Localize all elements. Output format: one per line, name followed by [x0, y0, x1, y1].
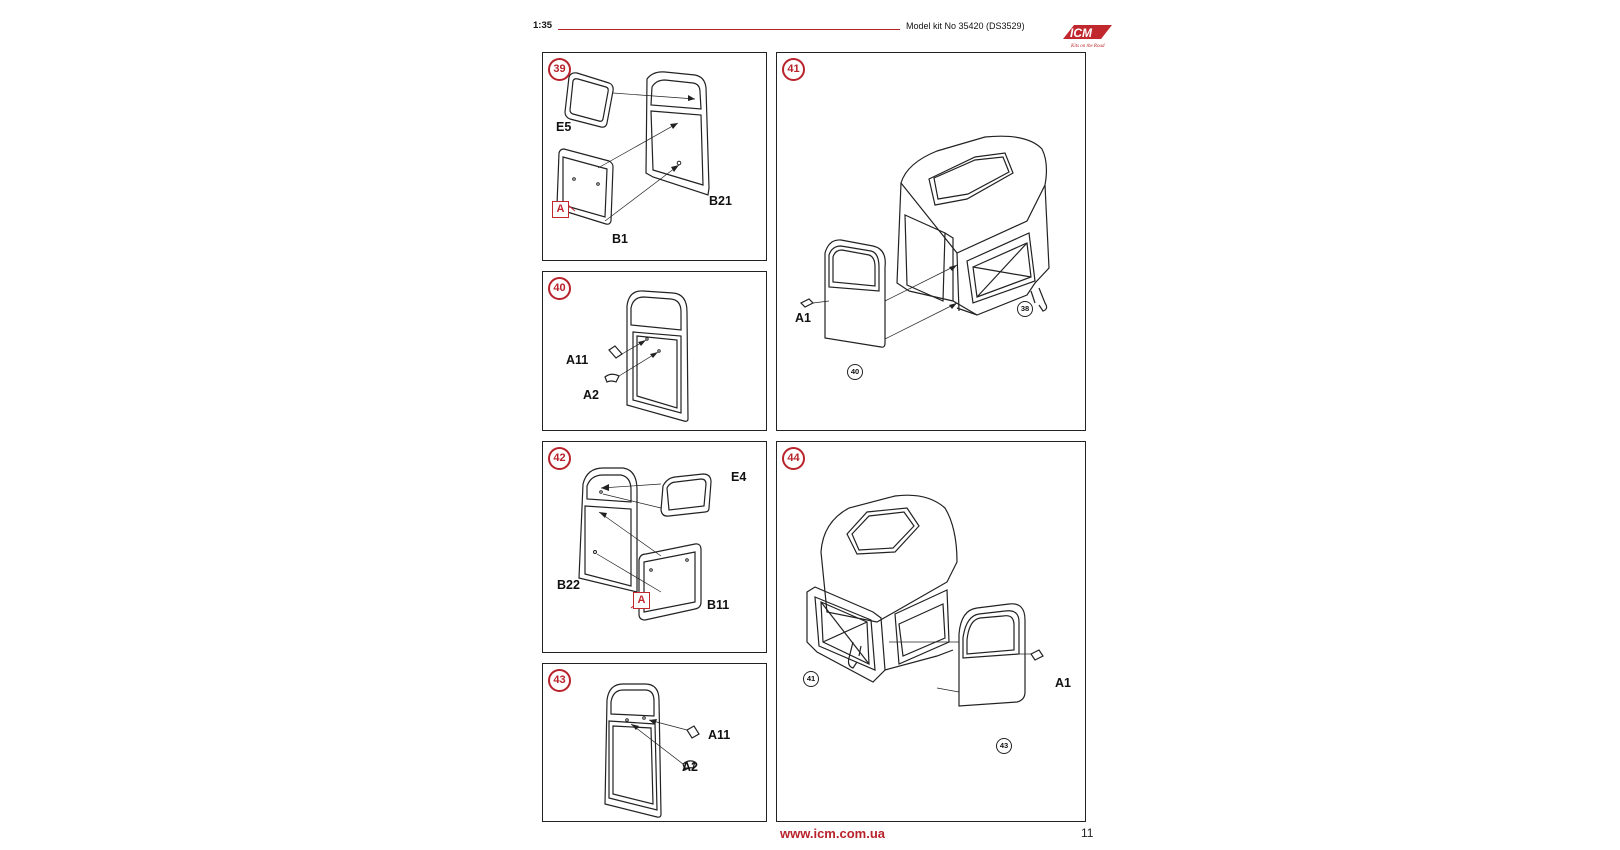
model-kit-title: Model kit No 35420 (DS3529) [906, 21, 1025, 31]
step-43-number: 43 [548, 669, 571, 692]
step-41-panel: 41 A1 38 40 [776, 52, 1086, 431]
part-a2-label: A2 [682, 760, 698, 774]
step-39-drawing [556, 71, 710, 225]
svg-text:ICM: ICM [1070, 26, 1093, 40]
part-a2-label: A2 [583, 388, 599, 402]
step-41-number: 41 [782, 58, 805, 81]
step-44-drawing [806, 494, 1044, 707]
part-a1-label: A1 [1055, 676, 1071, 690]
part-b11-label: B11 [707, 598, 730, 612]
step-39-panel: 39 E5 B21 B1 A [542, 52, 767, 261]
step-40-drawing [604, 290, 689, 422]
scale-label: 1:35 [533, 20, 553, 31]
step-40-panel: 40 A11 A2 [542, 271, 767, 431]
ref-step-43: 43 [996, 738, 1012, 754]
part-e5-label: E5 [556, 120, 572, 134]
ref-step-41: 41 [803, 671, 819, 687]
svg-text:Kits on the Road: Kits on the Road [1070, 44, 1105, 49]
step-42-panel: 42 E4 B22 B11 A [542, 441, 767, 653]
paint-marker-a: A [552, 201, 569, 218]
ref-step-38: 38 [1017, 301, 1033, 317]
step-41-drawing [799, 135, 1050, 348]
part-e4-label: E4 [731, 470, 747, 484]
part-a1-label: A1 [795, 311, 811, 325]
ref-step-40: 40 [847, 364, 863, 380]
step-44-number: 44 [782, 447, 805, 470]
part-b22-label: B22 [557, 578, 580, 592]
step-44-panel: 44 A1 41 43 [776, 441, 1086, 822]
part-a11-label: A11 [566, 353, 589, 367]
part-a11-label: A11 [708, 728, 731, 742]
paint-marker-a: A [633, 592, 650, 609]
step-43-panel: 43 A11 A2 [542, 663, 767, 822]
step-43-drawing [604, 683, 700, 818]
step-40-number: 40 [548, 277, 571, 300]
part-b1-label: B1 [612, 232, 628, 246]
step-39-number: 39 [548, 58, 571, 81]
header-rule [558, 29, 900, 30]
icm-logo: ICM Kits on the Road [1057, 20, 1117, 52]
part-b21-label: B21 [709, 194, 732, 208]
step-42-number: 42 [548, 447, 571, 470]
footer-url[interactable]: www.icm.com.ua [780, 826, 885, 841]
page-number: 11 [1081, 826, 1094, 840]
